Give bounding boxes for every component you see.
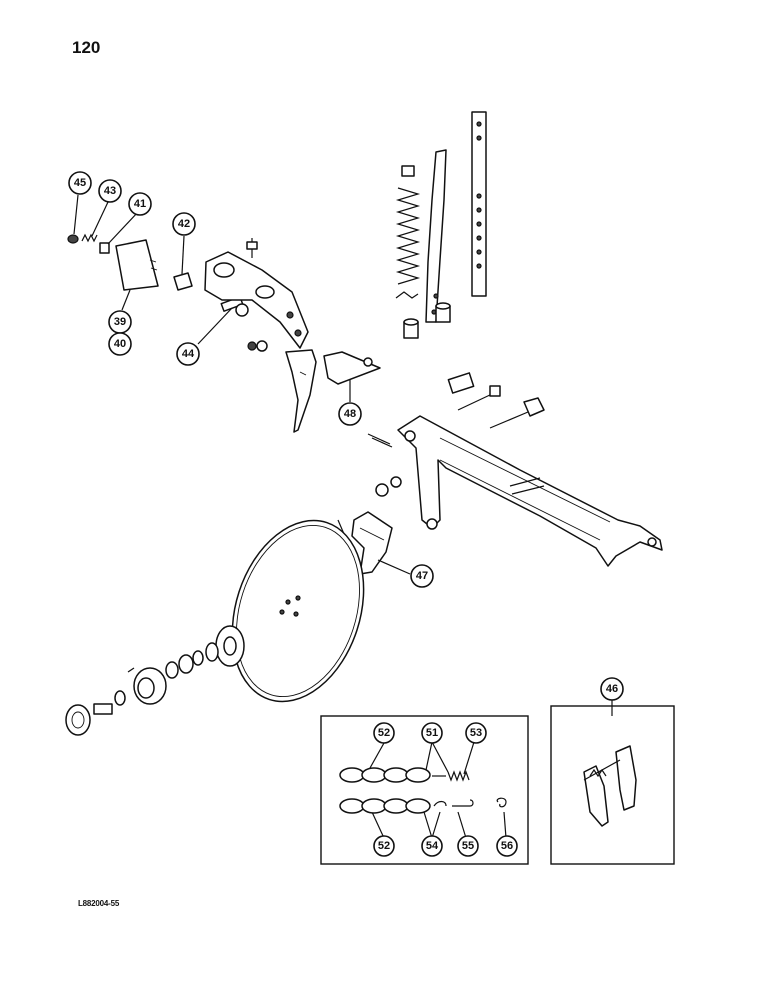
svg-text:41: 41 [134,198,146,210]
svg-text:53: 53 [470,727,482,739]
cotter-pin [367,433,393,448]
callout-44: 44 [176,342,200,366]
svg-text:46: 46 [606,683,618,695]
pivot-bolt [457,385,545,429]
spacer-2 [435,302,451,323]
spacer [403,318,419,339]
callout-52-bottom: 52 [373,835,395,857]
svg-text:52: 52 [378,840,390,852]
callout-39: 39 [108,310,132,334]
clip-42 [173,272,193,291]
scraper-shoe [285,349,317,433]
chain-inset [320,715,529,865]
scraper-47 [351,511,393,575]
svg-text:52: 52 [378,727,390,739]
callout-53: 53 [465,722,487,744]
svg-text:55: 55 [462,840,474,852]
scraper-blade-39 [115,239,159,291]
callout-40: 40 [108,332,132,356]
svg-text:45: 45 [74,177,86,189]
page-number: 120 [72,38,101,57]
svg-text:42: 42 [178,218,190,230]
svg-text:51: 51 [426,727,438,739]
callout-41: 41 [128,192,152,216]
figure-code: L882004-55 [78,899,120,908]
spring [395,165,421,285]
bushing [447,372,475,394]
hub-cap-bolt [65,690,126,736]
spring-washer-43 [81,233,98,243]
scraper-48 [323,351,381,385]
svg-text:39: 39 [114,316,126,328]
hub-flange [215,625,245,667]
callout-48: 48 [338,402,362,426]
nut-45 [67,234,79,244]
nut-washer [375,476,402,497]
callout-51: 51 [421,722,443,744]
callout-55: 55 [457,835,479,857]
hub [127,667,167,705]
chain-bottom [339,797,507,814]
chain-top [339,767,470,783]
disc-blade [231,519,365,703]
arm [397,415,663,567]
callout-46: 46 [600,677,624,701]
svg-text:54: 54 [426,840,439,852]
svg-text:40: 40 [114,338,126,350]
callout-45: 45 [68,171,92,195]
svg-text:56: 56 [501,840,513,852]
callout-54: 54 [421,835,443,857]
bolt-nut-small [247,340,268,352]
clip-41 [99,242,110,254]
callout-56: 56 [496,835,518,857]
svg-text:44: 44 [182,348,195,360]
strap [471,111,487,297]
callout-47: 47 [410,564,434,588]
svg-text:43: 43 [104,185,116,197]
pin-clip [395,291,419,299]
leader-lines [73,194,613,839]
callout-52-top: 52 [373,722,395,744]
adjusting-rod [425,149,447,323]
scraper-46-inset [550,705,675,865]
scraper-bracket [204,238,309,349]
hub-bearings [165,642,219,679]
callout-43: 43 [98,179,122,203]
svg-text:47: 47 [416,570,428,582]
svg-text:48: 48 [344,408,356,420]
callout-42: 42 [172,212,196,236]
